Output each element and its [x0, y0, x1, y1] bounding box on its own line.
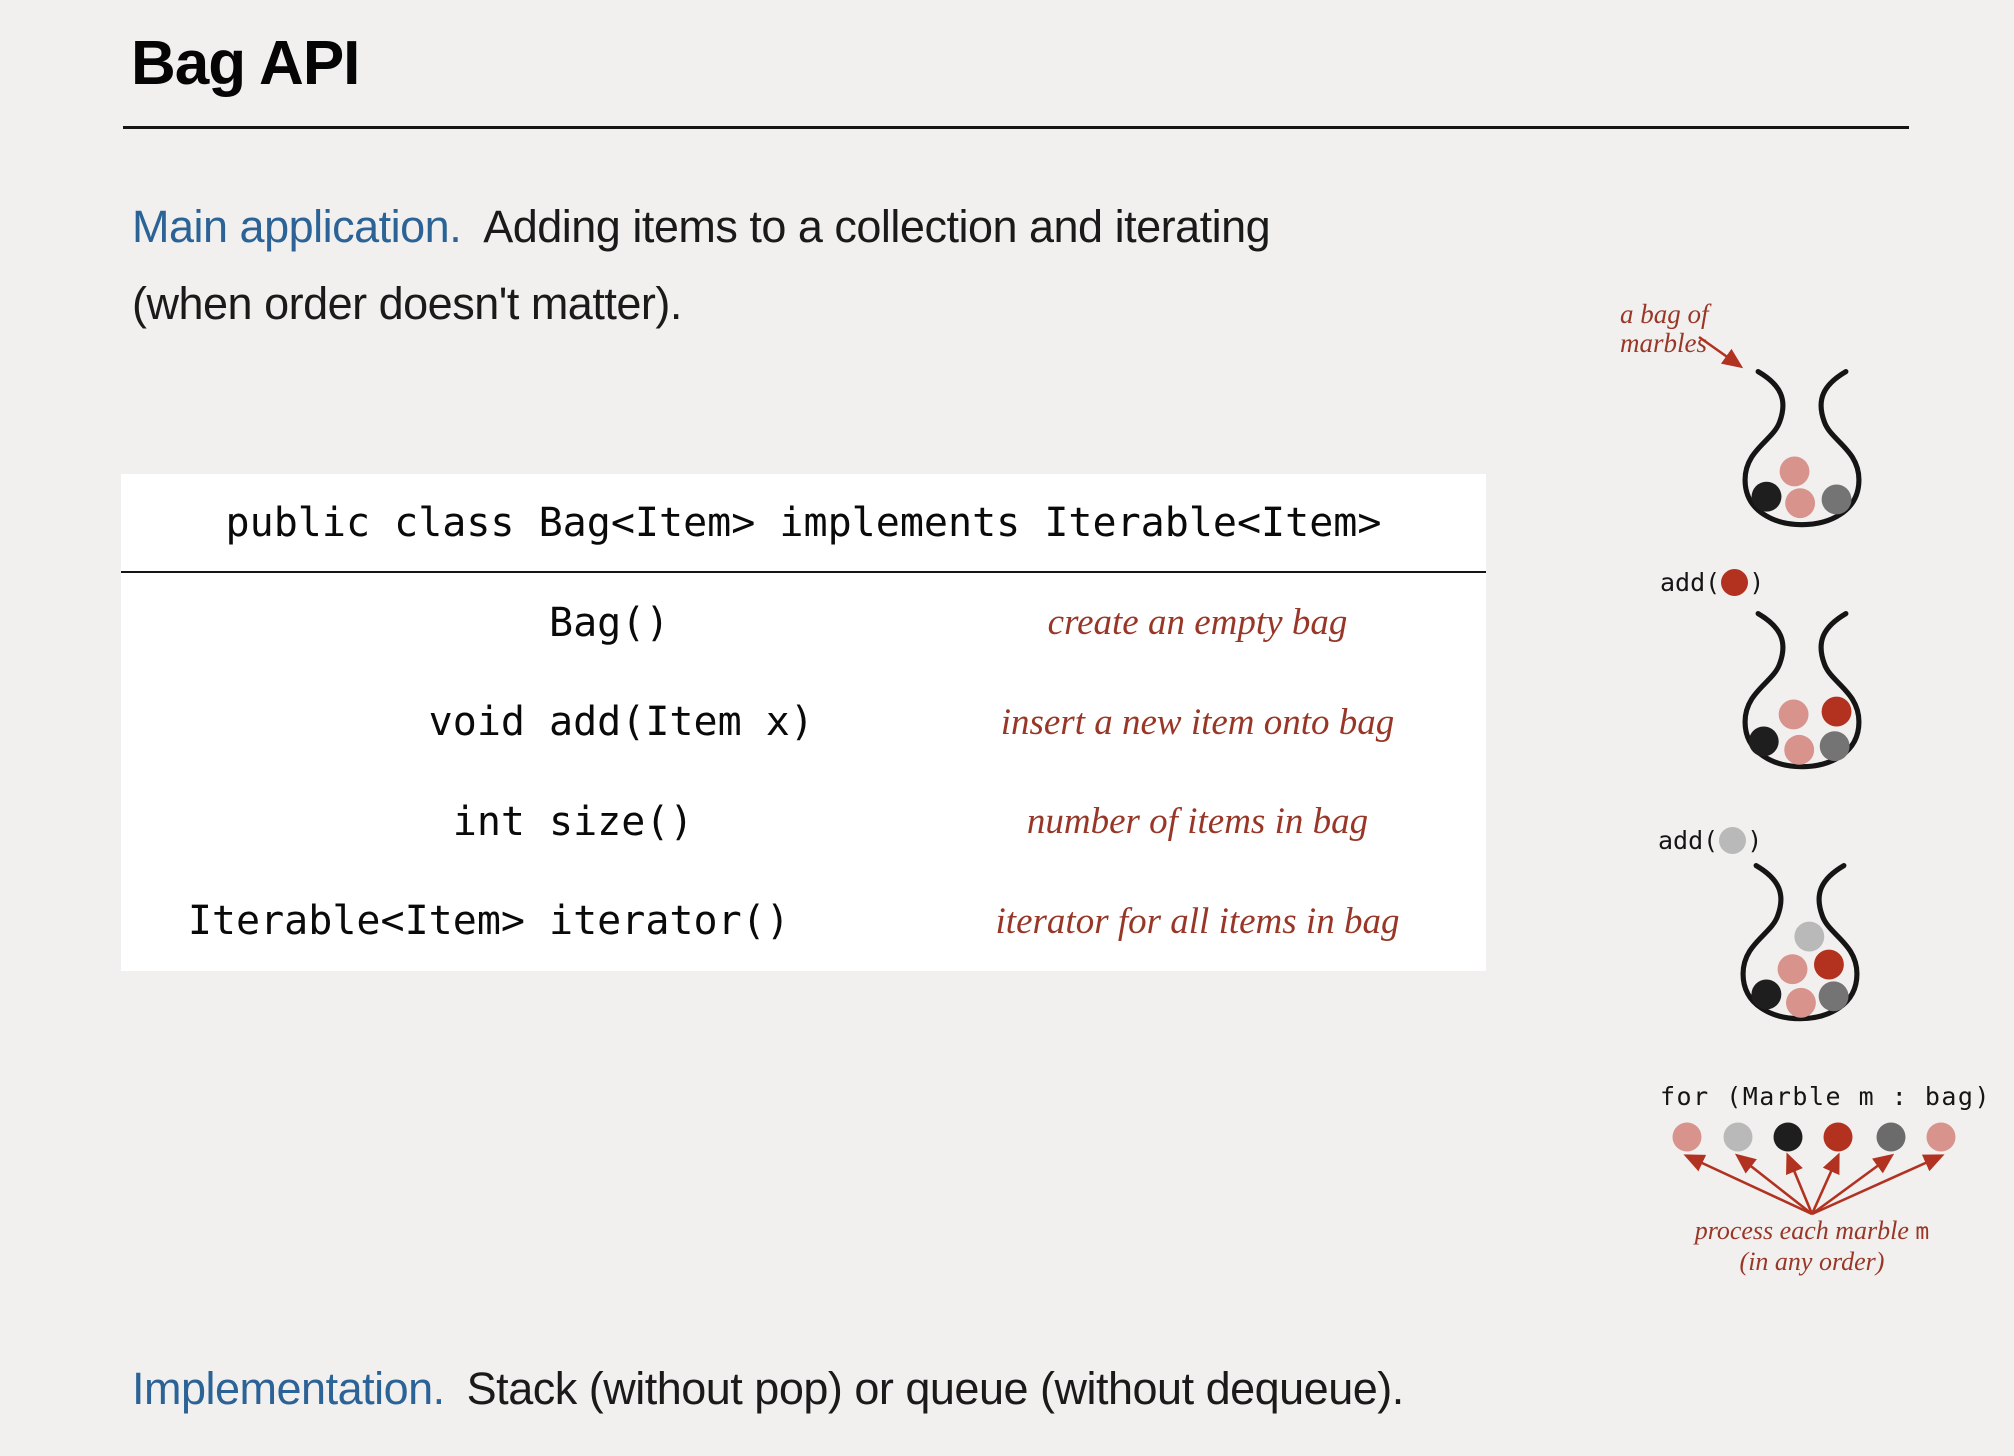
- marble-lightgray: [1794, 921, 1825, 952]
- add-red-marble-label: add(): [1660, 568, 1765, 597]
- main-application-statement: Main application. Adding items to a colle…: [132, 188, 1271, 342]
- bag-drawing-initial: [1742, 369, 1862, 528]
- bag-label-arrow-icon: [1698, 335, 1744, 369]
- marble-darkgray: [1876, 1122, 1906, 1152]
- process-arrow: [1810, 1152, 1840, 1215]
- method-description: number of items in bag: [1026, 801, 1369, 843]
- process-arrow: [1786, 1152, 1814, 1215]
- method-description: create an empty bag: [1047, 602, 1348, 644]
- bag-drawing-after-add-red: [1742, 611, 1862, 770]
- page-title: Bag API: [131, 29, 360, 98]
- for-loop-label: for (Marble m : bag): [1660, 1082, 1992, 1111]
- api-table: public class Bag<Item> implements Iterab…: [121, 474, 1486, 971]
- method-signature: add(Item x): [549, 699, 814, 746]
- implementation-lead: Implementation.: [132, 1363, 445, 1414]
- marble-red: [1823, 1122, 1853, 1152]
- marble-gray: [1819, 731, 1850, 762]
- method-signature: iterator(): [549, 898, 790, 945]
- main-application-line2: (when order doesn't matter).: [132, 278, 682, 329]
- add-gray-marble-label: add(): [1658, 826, 1763, 855]
- process-arrow: [1734, 1153, 1813, 1216]
- api-class-declaration: public class Bag<Item> implements Iterab…: [121, 474, 1486, 573]
- marble-pink: [1926, 1122, 1956, 1152]
- process-arrow: [1811, 1153, 1895, 1216]
- marble-gray: [1821, 484, 1852, 515]
- api-row: void add(Item x) insert a new item onto ba…: [121, 673, 1486, 773]
- bag-outline: [1742, 369, 1862, 528]
- marble-pink: [1777, 954, 1808, 985]
- marble-icon: [1719, 827, 1747, 854]
- api-row: Bag() create an empty bag: [121, 573, 1486, 673]
- marble-black: [1751, 979, 1782, 1010]
- marble-pink: [1779, 456, 1810, 487]
- api-rows: Bag() create an empty bag void add(Item x) i…: [121, 573, 1486, 971]
- return-type: void: [428, 699, 525, 746]
- process-arrow: [1811, 1154, 1945, 1216]
- implementation-statement: Implementation. Stack (without pop) or qu…: [132, 1350, 1404, 1427]
- main-application-line1: Adding items to a collection and iterati…: [483, 201, 1271, 252]
- bag-of-marbles-label: a bag of marbles: [1620, 299, 1709, 358]
- marble-red: [1814, 949, 1844, 980]
- marble-red: [1821, 696, 1852, 727]
- marble-black: [1751, 481, 1782, 512]
- marble-pink: [1784, 734, 1815, 765]
- implementation-line1: Stack (without pop) or queue (without de…: [466, 1363, 1405, 1414]
- api-row: Iterable<Item> iterator() iterator for all…: [121, 872, 1486, 972]
- method-description: iterator for all items in bag: [995, 900, 1400, 942]
- marble-gray: [1818, 981, 1849, 1012]
- marble-pink: [1785, 488, 1816, 519]
- marble-black: [1748, 726, 1779, 757]
- marble-lightgray: [1723, 1122, 1753, 1152]
- method-signature: size(): [549, 798, 694, 845]
- bag-outline: [1740, 863, 1860, 1022]
- marble-pink: [1778, 699, 1809, 730]
- main-application-lead: Main application.: [132, 201, 462, 252]
- marble-pink: [1672, 1122, 1702, 1152]
- process-marbles-caption: process each marble m (in any order): [1694, 1216, 1930, 1276]
- return-type: Iterable<Item>: [187, 898, 525, 945]
- marble-icon: [1721, 569, 1749, 596]
- return-type: int: [452, 798, 525, 845]
- iteration-marbles-diagram: [1672, 1122, 1956, 1216]
- api-row: int size() number of items in bag: [121, 772, 1486, 872]
- bag-outline: [1742, 611, 1862, 770]
- marble-black: [1773, 1122, 1803, 1152]
- marble-pink: [1786, 987, 1816, 1018]
- title-divider: [123, 126, 1909, 129]
- method-signature: Bag(): [549, 599, 670, 646]
- method-description: insert a new item onto bag: [1000, 701, 1395, 743]
- bag-drawing-after-add-gray: [1740, 863, 1860, 1022]
- process-arrow: [1683, 1154, 1813, 1216]
